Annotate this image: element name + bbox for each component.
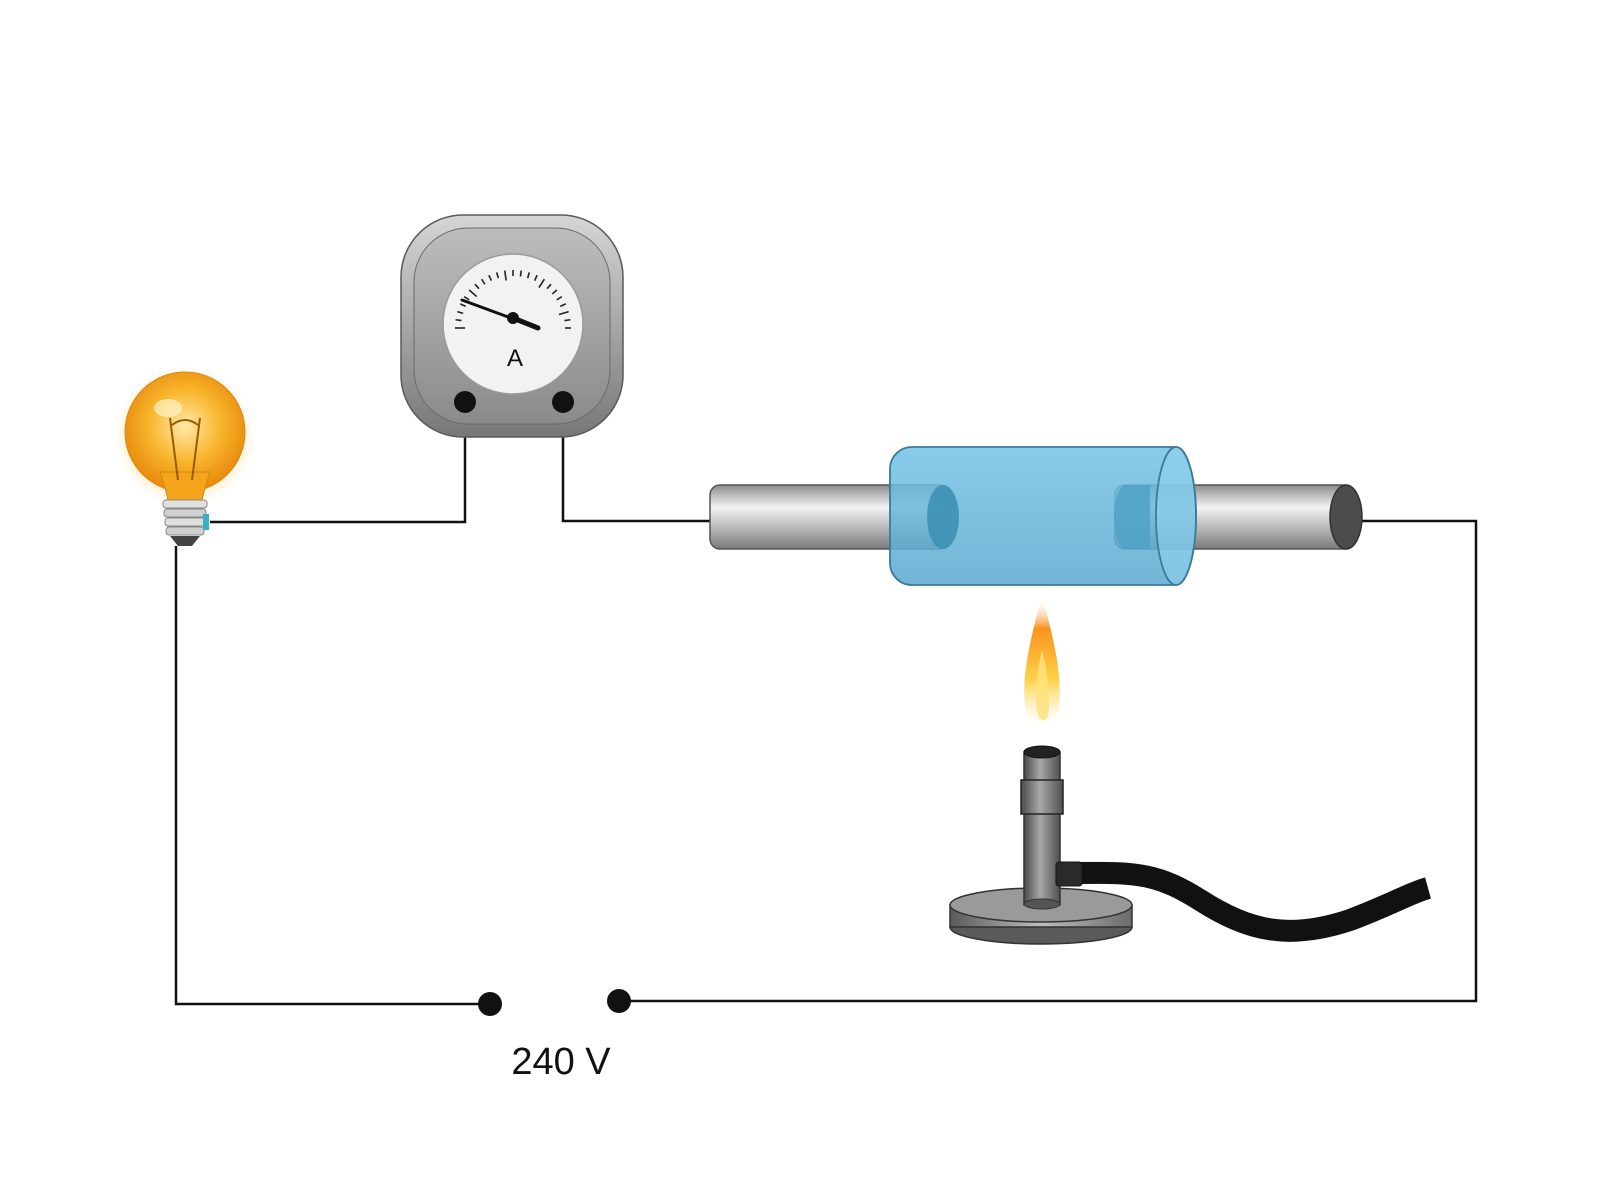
dial-tick [488,274,493,282]
dial-tick [519,270,523,277]
dial-tick [468,289,478,298]
dial-tick [526,272,531,279]
gas-hose [1079,861,1432,942]
dial-tick [556,295,563,301]
ammeter-dial-ticks [455,270,571,329]
power-supply: 240 V [478,989,631,1083]
dial-tick [538,278,546,289]
dial-tick [551,289,558,295]
dial-tick [480,278,486,285]
wire-bulb-to-ammeter [210,402,467,524]
dial-tick [459,303,467,308]
dial-tick [455,318,462,322]
light-bulb-icon [115,366,255,546]
bunsen-burner-icon [949,745,1432,945]
supply-terminal-right [607,989,631,1013]
flame-icon [1024,596,1060,746]
bulb-screw-base [162,499,209,546]
dial-tick [474,283,480,290]
dial-tick [495,272,500,279]
ammeter-terminal-left [454,391,476,413]
dial-tick [533,274,538,282]
dial-tick [564,318,571,322]
dial-tick [546,283,552,290]
dial-tick [558,310,569,316]
supply-terminal-left [478,992,502,1016]
wire-bulb-to-supply [174,546,490,1006]
wire-rod-to-supply [619,519,1478,1003]
ammeter-terminal-right [552,391,574,413]
dial-tick [503,270,507,281]
wires [174,402,1478,1006]
glass-tube-icon [889,446,1197,586]
ammeter-icon: A [400,214,624,438]
ammeter-dial-label: A [507,345,523,372]
wire-ammeter-to-rod [561,402,710,523]
glass-tube-assembly [709,446,1363,586]
dial-tick [457,310,464,315]
voltage-label: 240 V [511,1041,611,1083]
dial-tick [463,295,470,301]
dial-tick [559,303,567,308]
